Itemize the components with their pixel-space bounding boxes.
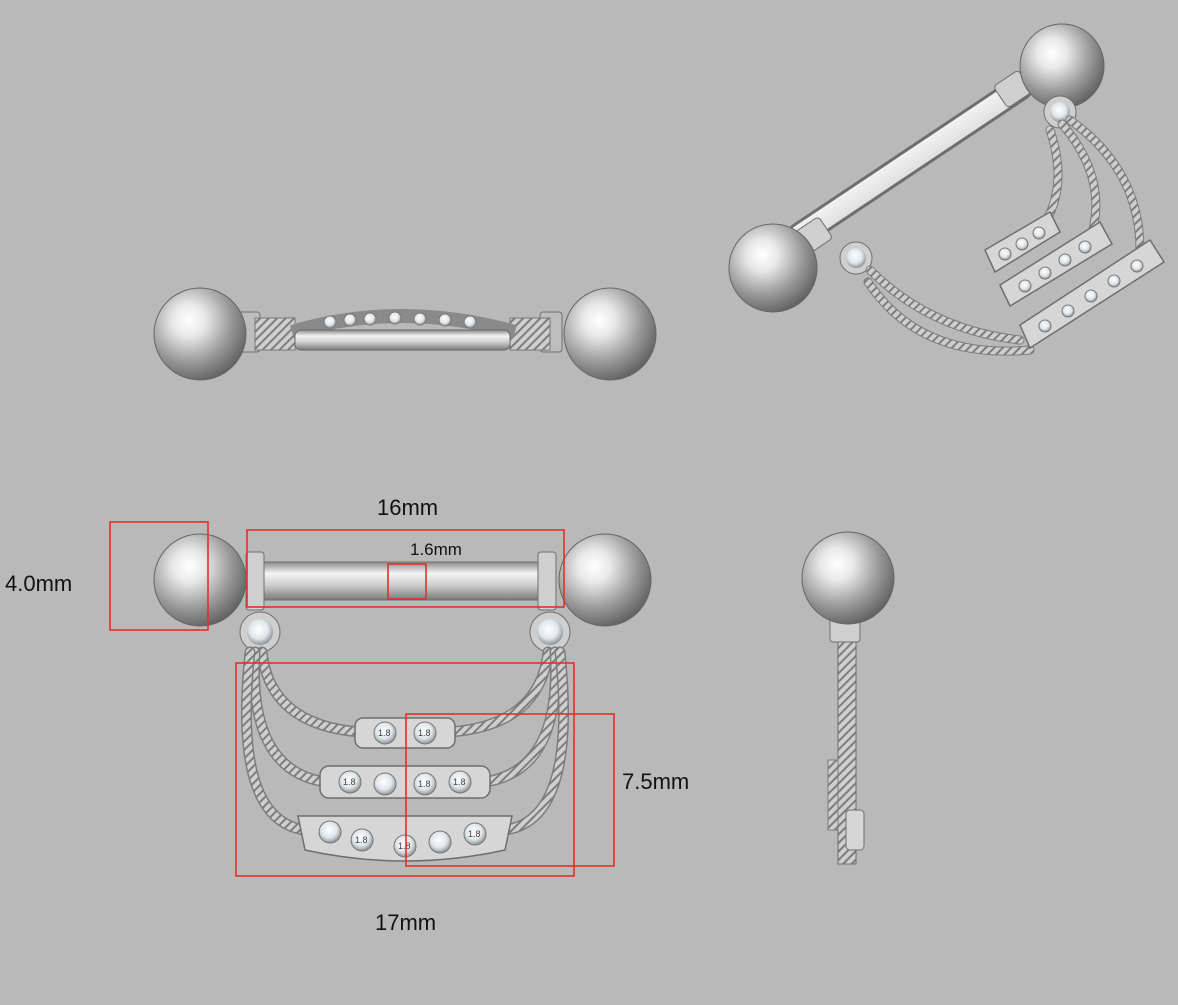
ball-size-callout — [109, 521, 209, 631]
side-view — [153, 287, 657, 381]
stone-size-label: 1.8 — [418, 728, 431, 738]
stone-size-label: 1.8 — [418, 779, 431, 789]
ball-size-label: 4.0mm — [5, 571, 73, 596]
stone-size-label: 1.8 — [343, 777, 356, 787]
dimension-callouts — [109, 521, 615, 877]
stone-size-label: 1.8 — [468, 829, 481, 839]
total-width-label: 17mm — [375, 910, 437, 935]
bar-gauge-label: 1.6mm — [410, 540, 462, 559]
bar-length-label: 16mm — [377, 495, 439, 520]
perspective-view — [728, 23, 1166, 356]
front-view: 1.8 1.8 1.8 1.8 1.8 1.8 1.8 1.8 — [109, 521, 652, 877]
chain-drop-label: 7.5mm — [622, 769, 690, 794]
chain-drop-callout — [405, 713, 615, 867]
total-width-callout — [235, 662, 575, 877]
stone-size-label: 1.8 — [378, 728, 391, 738]
bar-length-callout — [246, 529, 565, 608]
profile-view — [801, 531, 895, 865]
stone-size-label: 1.8 — [398, 841, 411, 851]
stone-size-labels: 1.8 1.8 1.8 1.8 1.8 1.8 1.8 1.8 — [343, 728, 481, 851]
stone-size-label: 1.8 — [355, 835, 368, 845]
bar-gauge-callout — [387, 563, 427, 600]
stone-size-label: 1.8 — [453, 777, 466, 787]
